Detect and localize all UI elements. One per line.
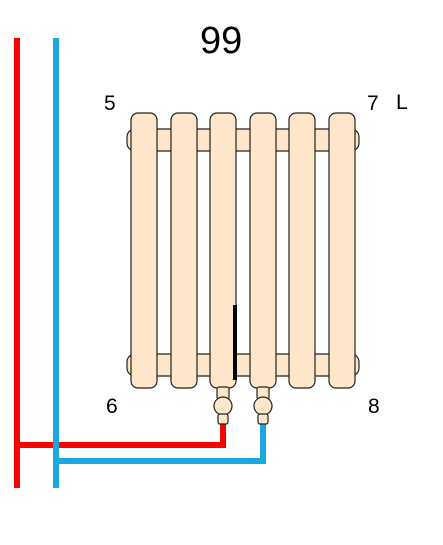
radiator-column-3 <box>209 112 237 389</box>
corner-label-bottom-left: 6 <box>106 395 118 418</box>
valve-left <box>213 396 233 416</box>
radiator-column-1 <box>130 112 158 389</box>
pipe-group <box>14 38 266 488</box>
radiator-column-5 <box>288 112 316 389</box>
valve-group <box>213 386 273 425</box>
radiator-column-2 <box>170 112 198 389</box>
corner-label-bottom-right: 8 <box>368 395 380 418</box>
corner-label-top-right: 7 <box>367 92 379 115</box>
supply-pipe-red-branch <box>17 420 226 448</box>
side-label: L <box>396 91 408 114</box>
diagram-title: 99 <box>200 20 243 62</box>
valve-right <box>253 396 273 416</box>
return-pipe-blue-branch <box>56 420 266 464</box>
radiator-column-6 <box>328 112 356 389</box>
radiator-column-4 <box>249 112 277 389</box>
radiator-bottom-header <box>126 353 360 377</box>
valve-left-outlet <box>217 413 229 425</box>
radiator-top-header <box>126 128 360 152</box>
valve-right-outlet <box>257 413 269 425</box>
radiator <box>126 112 360 389</box>
corner-label-top-left: 5 <box>104 92 116 115</box>
